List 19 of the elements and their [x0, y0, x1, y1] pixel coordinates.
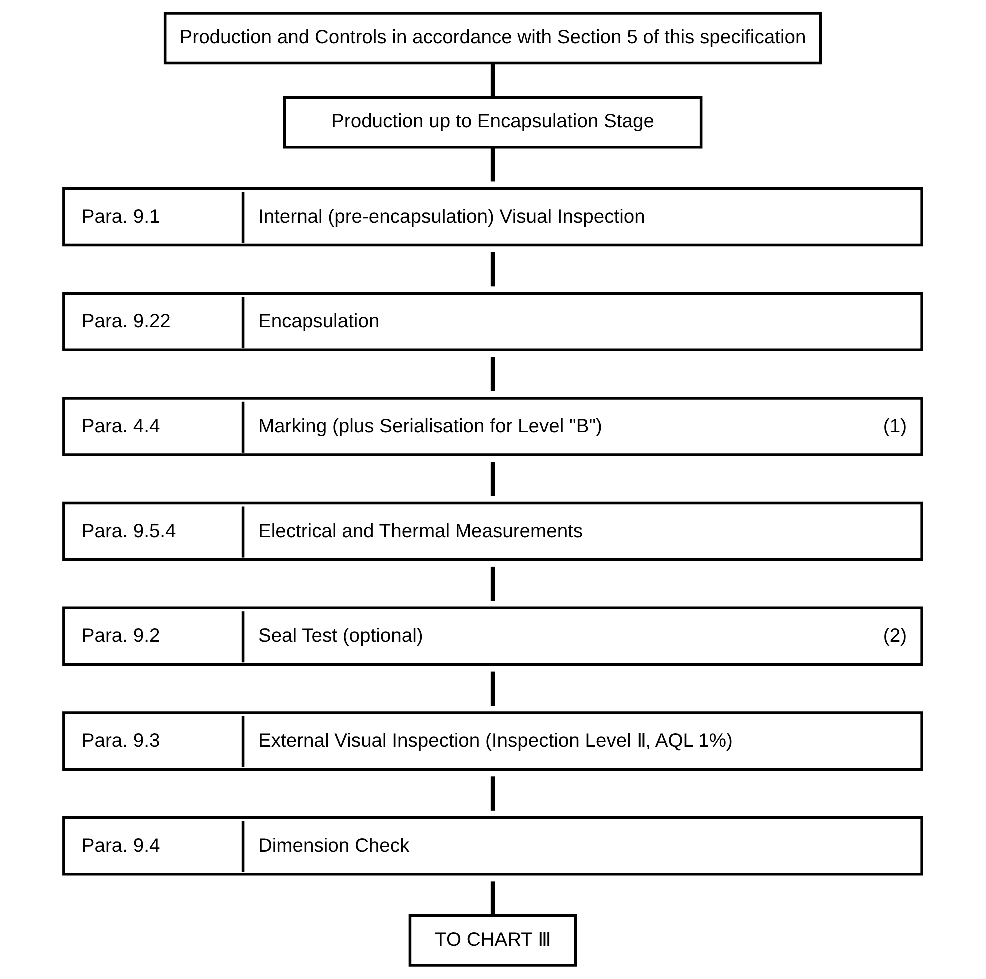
connector: [490, 672, 496, 706]
connector: [490, 566, 496, 602]
connector: [490, 882, 496, 916]
connector: [490, 357, 496, 392]
node-box: Para. 9.5.4 Electrical and Thermal Measurements: [62, 502, 924, 562]
node-box: Para. 9.3 External Visual Inspection (Inspection Level Ⅱ, AQL 1%): [62, 712, 924, 771]
node-box: TO CHART Ⅲ: [408, 914, 578, 967]
node-box: Production and Controls in accordance with Section 5 of this specification: [164, 12, 822, 65]
connector: [490, 462, 496, 496]
connector: [490, 148, 496, 182]
node-box: Production up to Encapsulation Stage: [283, 96, 703, 149]
node-box: Para. 9.22 Encapsulation: [62, 292, 924, 352]
connector: [490, 776, 496, 811]
node-box: Para. 9.4 Dimension Check: [62, 816, 924, 876]
node-box: Para. 9.1 Internal (pre-encapsulation) Visual Inspection: [62, 187, 924, 247]
node-box: Para. 9.2 Seal Test (optional) (2): [62, 606, 924, 666]
node-box: Para. 4.4 Marking (plus Serialisation for Level "B") (1): [62, 397, 924, 456]
connector: [490, 63, 496, 98]
connector: [490, 252, 496, 287]
